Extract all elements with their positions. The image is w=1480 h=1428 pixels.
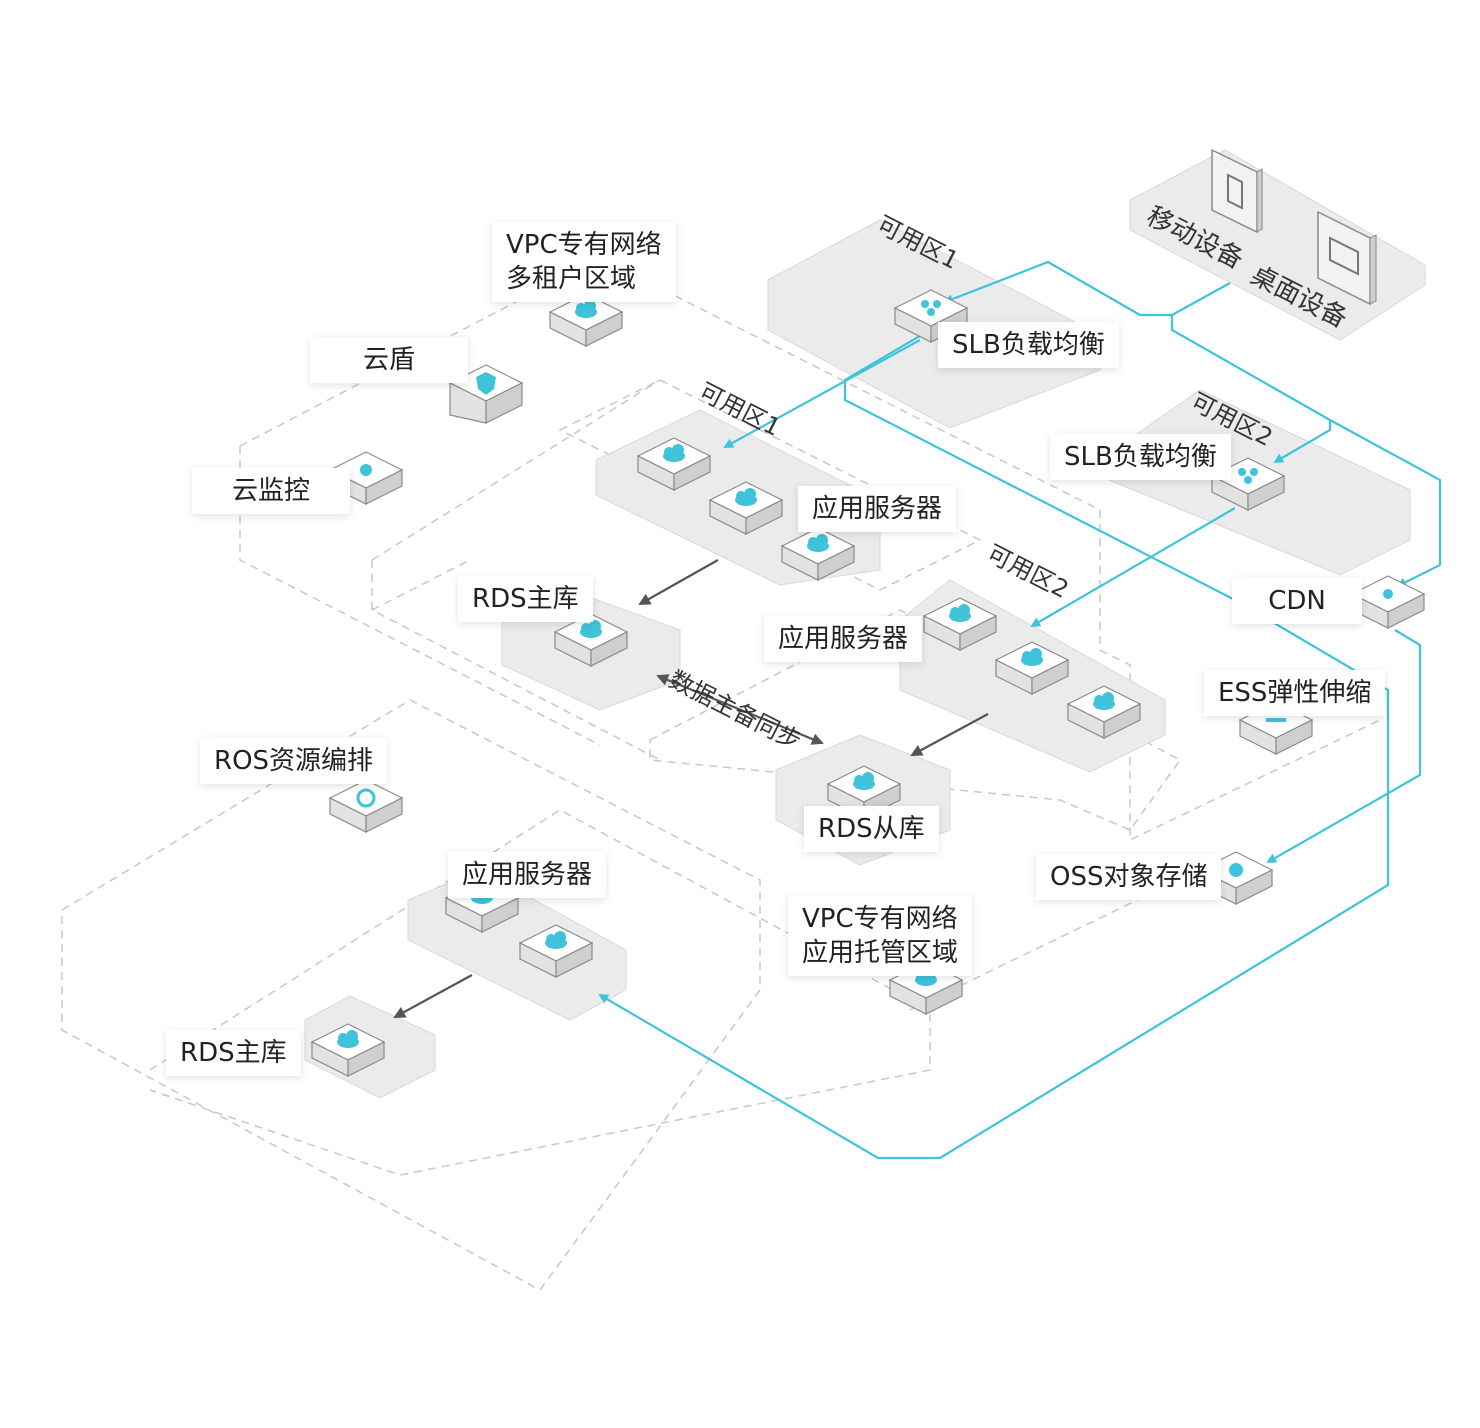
oss-label: OSS对象存储	[1036, 854, 1222, 900]
app-server-az1-label: 应用服务器	[798, 486, 957, 532]
link-slb1-to-slb2	[843, 329, 1236, 601]
app-server-az2-label: 应用服务器	[764, 616, 923, 662]
ess-label: ESS弹性伸缩	[1204, 670, 1386, 716]
link-slb2-to-app-az2	[1030, 507, 1236, 628]
cloud-monitor-server	[329, 451, 403, 505]
slb1-server	[894, 289, 968, 343]
cloud-monitor-label: 云监控	[192, 468, 350, 514]
vpc-multi-tenant-label: VPC专有网络 多租户区域	[492, 222, 676, 302]
ess-server	[1239, 701, 1313, 755]
vpc-hosted-line-2: 应用托管区域	[802, 938, 959, 968]
server-nodes	[311, 289, 1425, 1077]
link-devices-to-slb1	[943, 260, 1231, 317]
link-az2-to-slb2	[1273, 420, 1332, 464]
desktop-device-icon	[1317, 210, 1377, 306]
rds-master-label: RDS主库	[458, 576, 593, 622]
cdn-label: CDN	[1232, 578, 1362, 624]
cloud-shield-server	[448, 364, 524, 424]
ros-server	[329, 779, 403, 833]
vpc-hosted-label: VPC专有网络 应用托管区域	[788, 896, 973, 976]
client-devices	[1211, 148, 1377, 306]
ros-label: ROS资源编排	[200, 738, 388, 784]
vpc-multi-tenant-line-2: 多租户区域	[506, 264, 637, 294]
slb1-label: SLB负载均衡	[938, 322, 1119, 368]
link-devices-to-cdn	[1170, 315, 1442, 587]
vpc-hosted-line-1: VPC专有网络	[802, 904, 958, 934]
slb2-label: SLB负载均衡	[1050, 434, 1231, 480]
rds-slave-label: RDS从库	[804, 806, 939, 852]
oss-server	[1199, 851, 1273, 905]
cdn-server	[1351, 575, 1425, 629]
data-flow-arrows	[393, 559, 989, 1018]
slb2-server	[1211, 457, 1285, 511]
cloud-shield-label: 云盾	[310, 337, 468, 383]
vpc-hosted-region	[61, 699, 931, 1291]
link-slb1-to-app-az1	[723, 339, 921, 448]
link-cdn-to-oss	[1266, 629, 1422, 863]
mobile-device-icon	[1211, 148, 1263, 234]
rds-master-hosted-label: RDS主库	[166, 1030, 301, 1076]
vpc-multi-tenant-line-1: VPC专有网络	[506, 230, 662, 260]
app-server-hosted-label: 应用服务器	[448, 852, 607, 898]
